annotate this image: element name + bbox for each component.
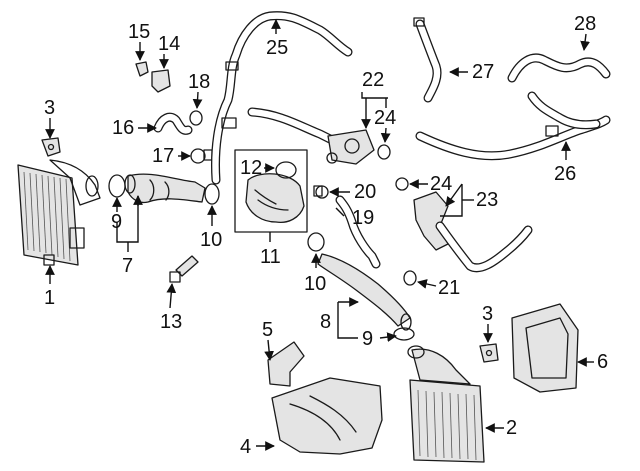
callout-1: 1 bbox=[44, 287, 55, 309]
callout-12: 12 bbox=[240, 157, 262, 179]
callout-16: 16 bbox=[112, 117, 134, 139]
hose-clamp-center bbox=[307, 232, 325, 252]
mounting-bracket-right bbox=[479, 343, 499, 363]
callout-18: 18 bbox=[188, 71, 210, 93]
callout-14: 14 bbox=[158, 33, 180, 55]
small-hose-16 bbox=[153, 112, 193, 135]
callout-25: 25 bbox=[266, 37, 288, 59]
callout-10-left: 10 bbox=[200, 229, 222, 251]
hose-clamp-20 bbox=[313, 185, 329, 199]
air-duct-4 bbox=[271, 377, 383, 455]
coolant-hose-22 bbox=[247, 107, 375, 165]
callout-19: 19 bbox=[352, 207, 374, 229]
coolant-hose-27 bbox=[413, 17, 442, 103]
callout-21: 21 bbox=[438, 277, 460, 299]
callout-24-upper: 24 bbox=[374, 107, 396, 129]
left-intercooler bbox=[17, 159, 101, 266]
callout-10-center: 10 bbox=[304, 273, 326, 295]
pressure-sensor bbox=[169, 255, 199, 283]
seal-ring-24-upper bbox=[377, 144, 391, 160]
charge-air-pipe-right bbox=[317, 253, 412, 331]
callout-11: 11 bbox=[260, 246, 281, 268]
callout-27: 27 bbox=[472, 61, 494, 83]
callout-23: 23 bbox=[476, 189, 498, 211]
hose-clamp-ring-left bbox=[108, 174, 126, 198]
callout-5: 5 bbox=[262, 319, 273, 341]
callout-9-right: 9 bbox=[362, 328, 373, 350]
callout-7: 7 bbox=[122, 255, 133, 277]
callout-15: 15 bbox=[128, 21, 150, 43]
charge-air-hose-left bbox=[124, 173, 206, 204]
callout-8: 8 bbox=[320, 311, 331, 333]
callout-20: 20 bbox=[354, 181, 376, 203]
callout-3-right: 3 bbox=[482, 303, 493, 325]
hose-clamp-left bbox=[204, 183, 220, 205]
callout-labels: 1 2 3 3 4 5 6 7 8 9 9 10 10 11 12 13 14 … bbox=[44, 13, 608, 458]
seal-ring-24-lower bbox=[395, 177, 409, 191]
callout-3-left: 3 bbox=[44, 97, 55, 119]
seal-ring-21 bbox=[403, 270, 417, 286]
air-duct-assembly-box bbox=[234, 149, 308, 233]
callout-6: 6 bbox=[597, 351, 608, 373]
callout-4: 4 bbox=[240, 436, 251, 458]
bracket-14 bbox=[151, 69, 171, 93]
coolant-pipe-25 bbox=[211, 11, 353, 185]
air-guide-5 bbox=[267, 341, 305, 387]
callout-26: 26 bbox=[554, 163, 576, 185]
coolant-hose-26 bbox=[415, 91, 611, 161]
hose-clamp-17 bbox=[190, 148, 213, 164]
leader-lines bbox=[45, 19, 594, 451]
callout-17: 17 bbox=[152, 145, 174, 167]
coolant-tube-19 bbox=[335, 195, 381, 269]
coolant-hose-28 bbox=[507, 53, 611, 83]
coolant-pipe-23 bbox=[413, 191, 533, 273]
callout-24-lower: 24 bbox=[430, 173, 452, 195]
callout-13: 13 bbox=[160, 311, 182, 333]
callout-2: 2 bbox=[506, 417, 517, 439]
air-shroud-6 bbox=[511, 303, 579, 393]
callout-22: 22 bbox=[362, 69, 384, 91]
bolt-15 bbox=[135, 61, 149, 77]
right-intercooler bbox=[407, 345, 485, 463]
mounting-bracket-left bbox=[41, 137, 61, 157]
callout-9-left: 9 bbox=[111, 211, 122, 233]
callout-28: 28 bbox=[574, 13, 596, 35]
seal-ring-18 bbox=[189, 110, 203, 126]
